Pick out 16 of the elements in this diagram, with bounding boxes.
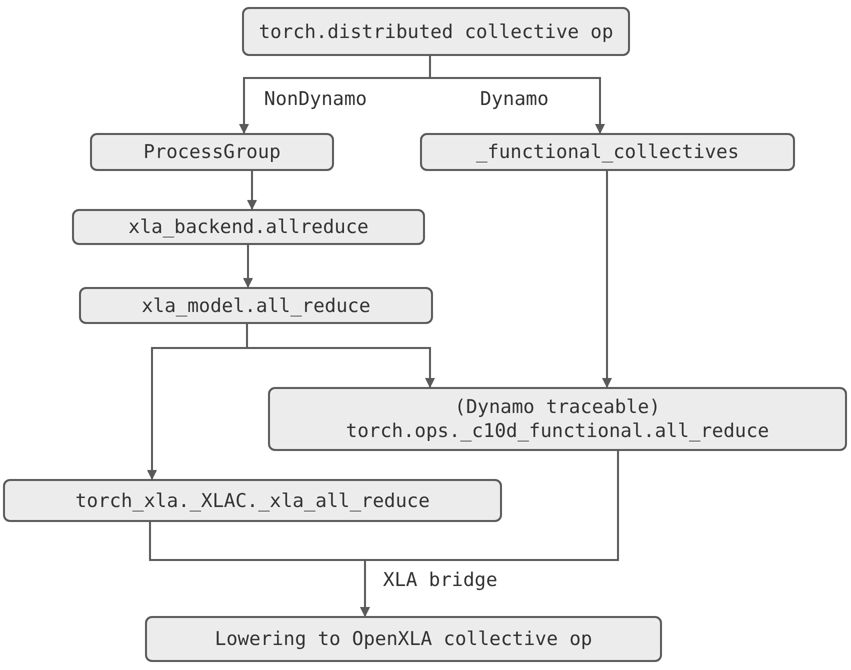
process-box: torch_xla._XLAC._xla_all_reduce <box>3 479 502 522</box>
arrow <box>147 324 248 480</box>
arrow <box>243 245 253 288</box>
arrow <box>247 171 257 210</box>
edge-label: NonDynamo <box>262 88 369 110</box>
edge-label: XLA bridge <box>381 569 500 591</box>
process-box: xla_model.all_reduce <box>79 287 433 324</box>
arrow <box>602 171 612 388</box>
arrow <box>360 451 619 617</box>
process-box: xla_backend.allreduce <box>72 209 425 245</box>
process-box: torch.distributed collective op <box>242 7 630 56</box>
process-box: Lowering to OpenXLA collective op <box>145 616 662 662</box>
arrow <box>429 56 605 134</box>
process-box: ProcessGroup <box>90 133 334 171</box>
process-box: (Dynamo traceable) torch.ops._c10d_functional.all_reduce <box>268 387 847 451</box>
process-box: _functional_collectives <box>420 133 795 171</box>
